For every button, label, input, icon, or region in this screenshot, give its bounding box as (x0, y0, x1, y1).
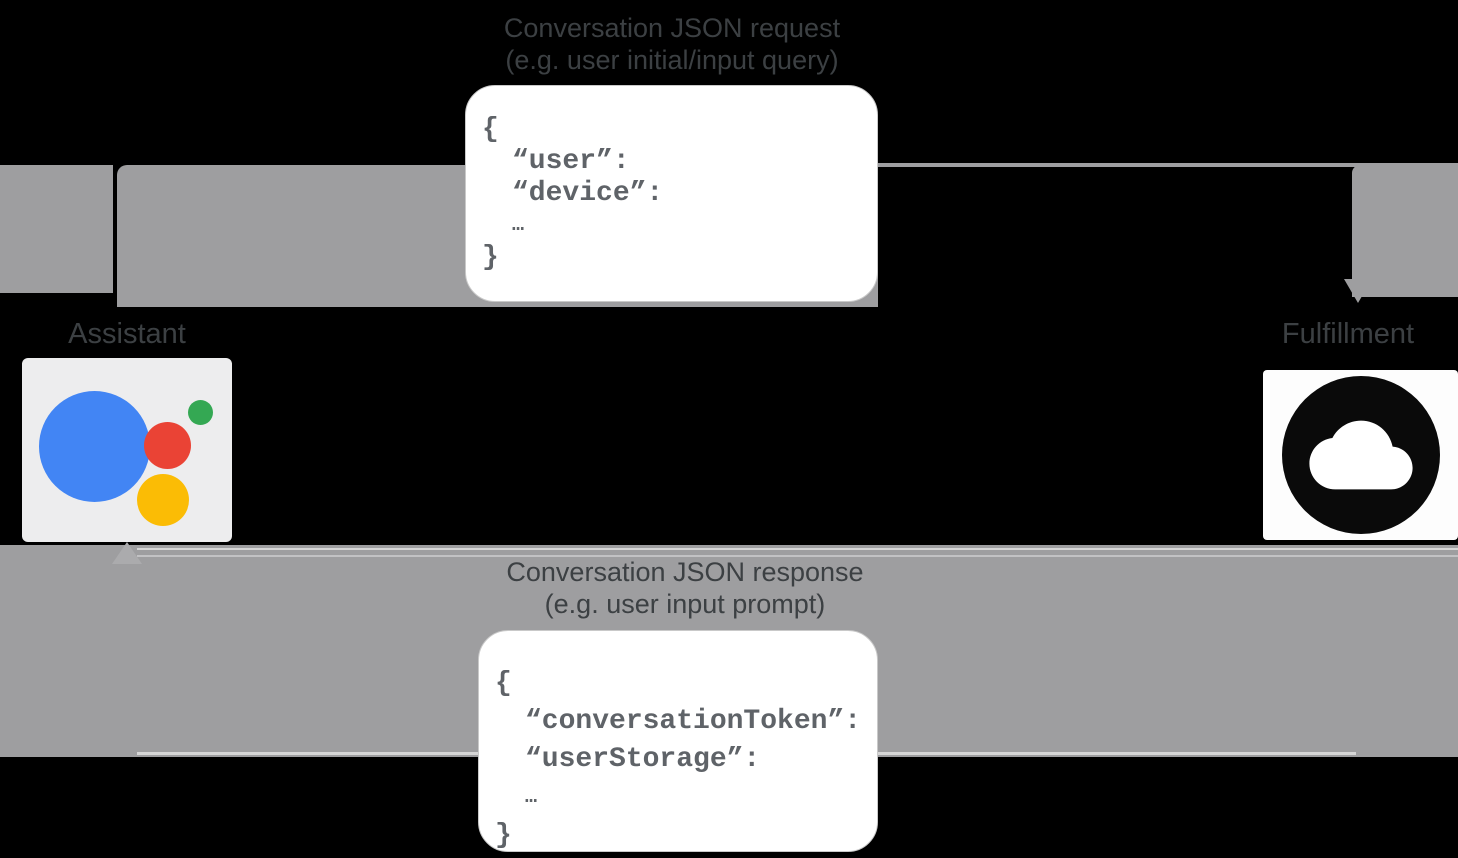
assistant-green-circle-icon (188, 400, 213, 425)
request-arrowhead-down-icon (1344, 279, 1372, 303)
fulfillment-tile (1263, 370, 1458, 540)
code-line: { (495, 668, 512, 699)
code-line: { (482, 114, 499, 145)
google-assistant-logo (22, 358, 232, 542)
code-line-conversation-token-key: “conversationToken”: (525, 706, 862, 737)
request-label-line1: Conversation JSON request (503, 13, 841, 43)
code-line-device-key: “device”: (512, 178, 664, 209)
band-highlight-line (137, 548, 1458, 550)
code-line-user-storage-key: “userStorage”: (525, 744, 761, 775)
assistant-red-circle-icon (144, 422, 191, 469)
response-label-line1: Conversation JSON response (506, 557, 864, 587)
code-line-ellipsis: … (512, 214, 525, 237)
assistant-yellow-circle-icon (137, 474, 189, 526)
request-arrow-line (878, 163, 1458, 167)
response-arrowhead-up-icon (112, 542, 142, 564)
assistant-label: Assistant (68, 318, 186, 350)
code-line: } (482, 242, 499, 273)
request-label-line2: (e.g. user initial/input query) (505, 45, 839, 75)
request-arrow-left-segment (0, 165, 113, 293)
cloud-icon (1281, 376, 1440, 534)
request-arrow-vertical-segment (1352, 165, 1458, 297)
assistant-blue-circle-icon (39, 391, 150, 502)
request-json-snippet: { “user”: “device”: … } (465, 85, 878, 302)
fulfillment-label: Fulfillment (1281, 318, 1415, 350)
response-json-snippet: { “conversationToken”: “userStorage”: … … (478, 630, 878, 852)
request-arrow-label: Conversation JSON request (e.g. user ini… (400, 12, 944, 76)
code-line-user-key: “user”: (512, 146, 630, 177)
response-arrow-label: Conversation JSON response (e.g. user in… (413, 556, 957, 620)
band-highlight-line (137, 555, 1458, 557)
code-line-ellipsis: … (525, 786, 538, 809)
code-line: } (495, 820, 512, 851)
response-label-line2: (e.g. user input prompt) (544, 589, 826, 619)
